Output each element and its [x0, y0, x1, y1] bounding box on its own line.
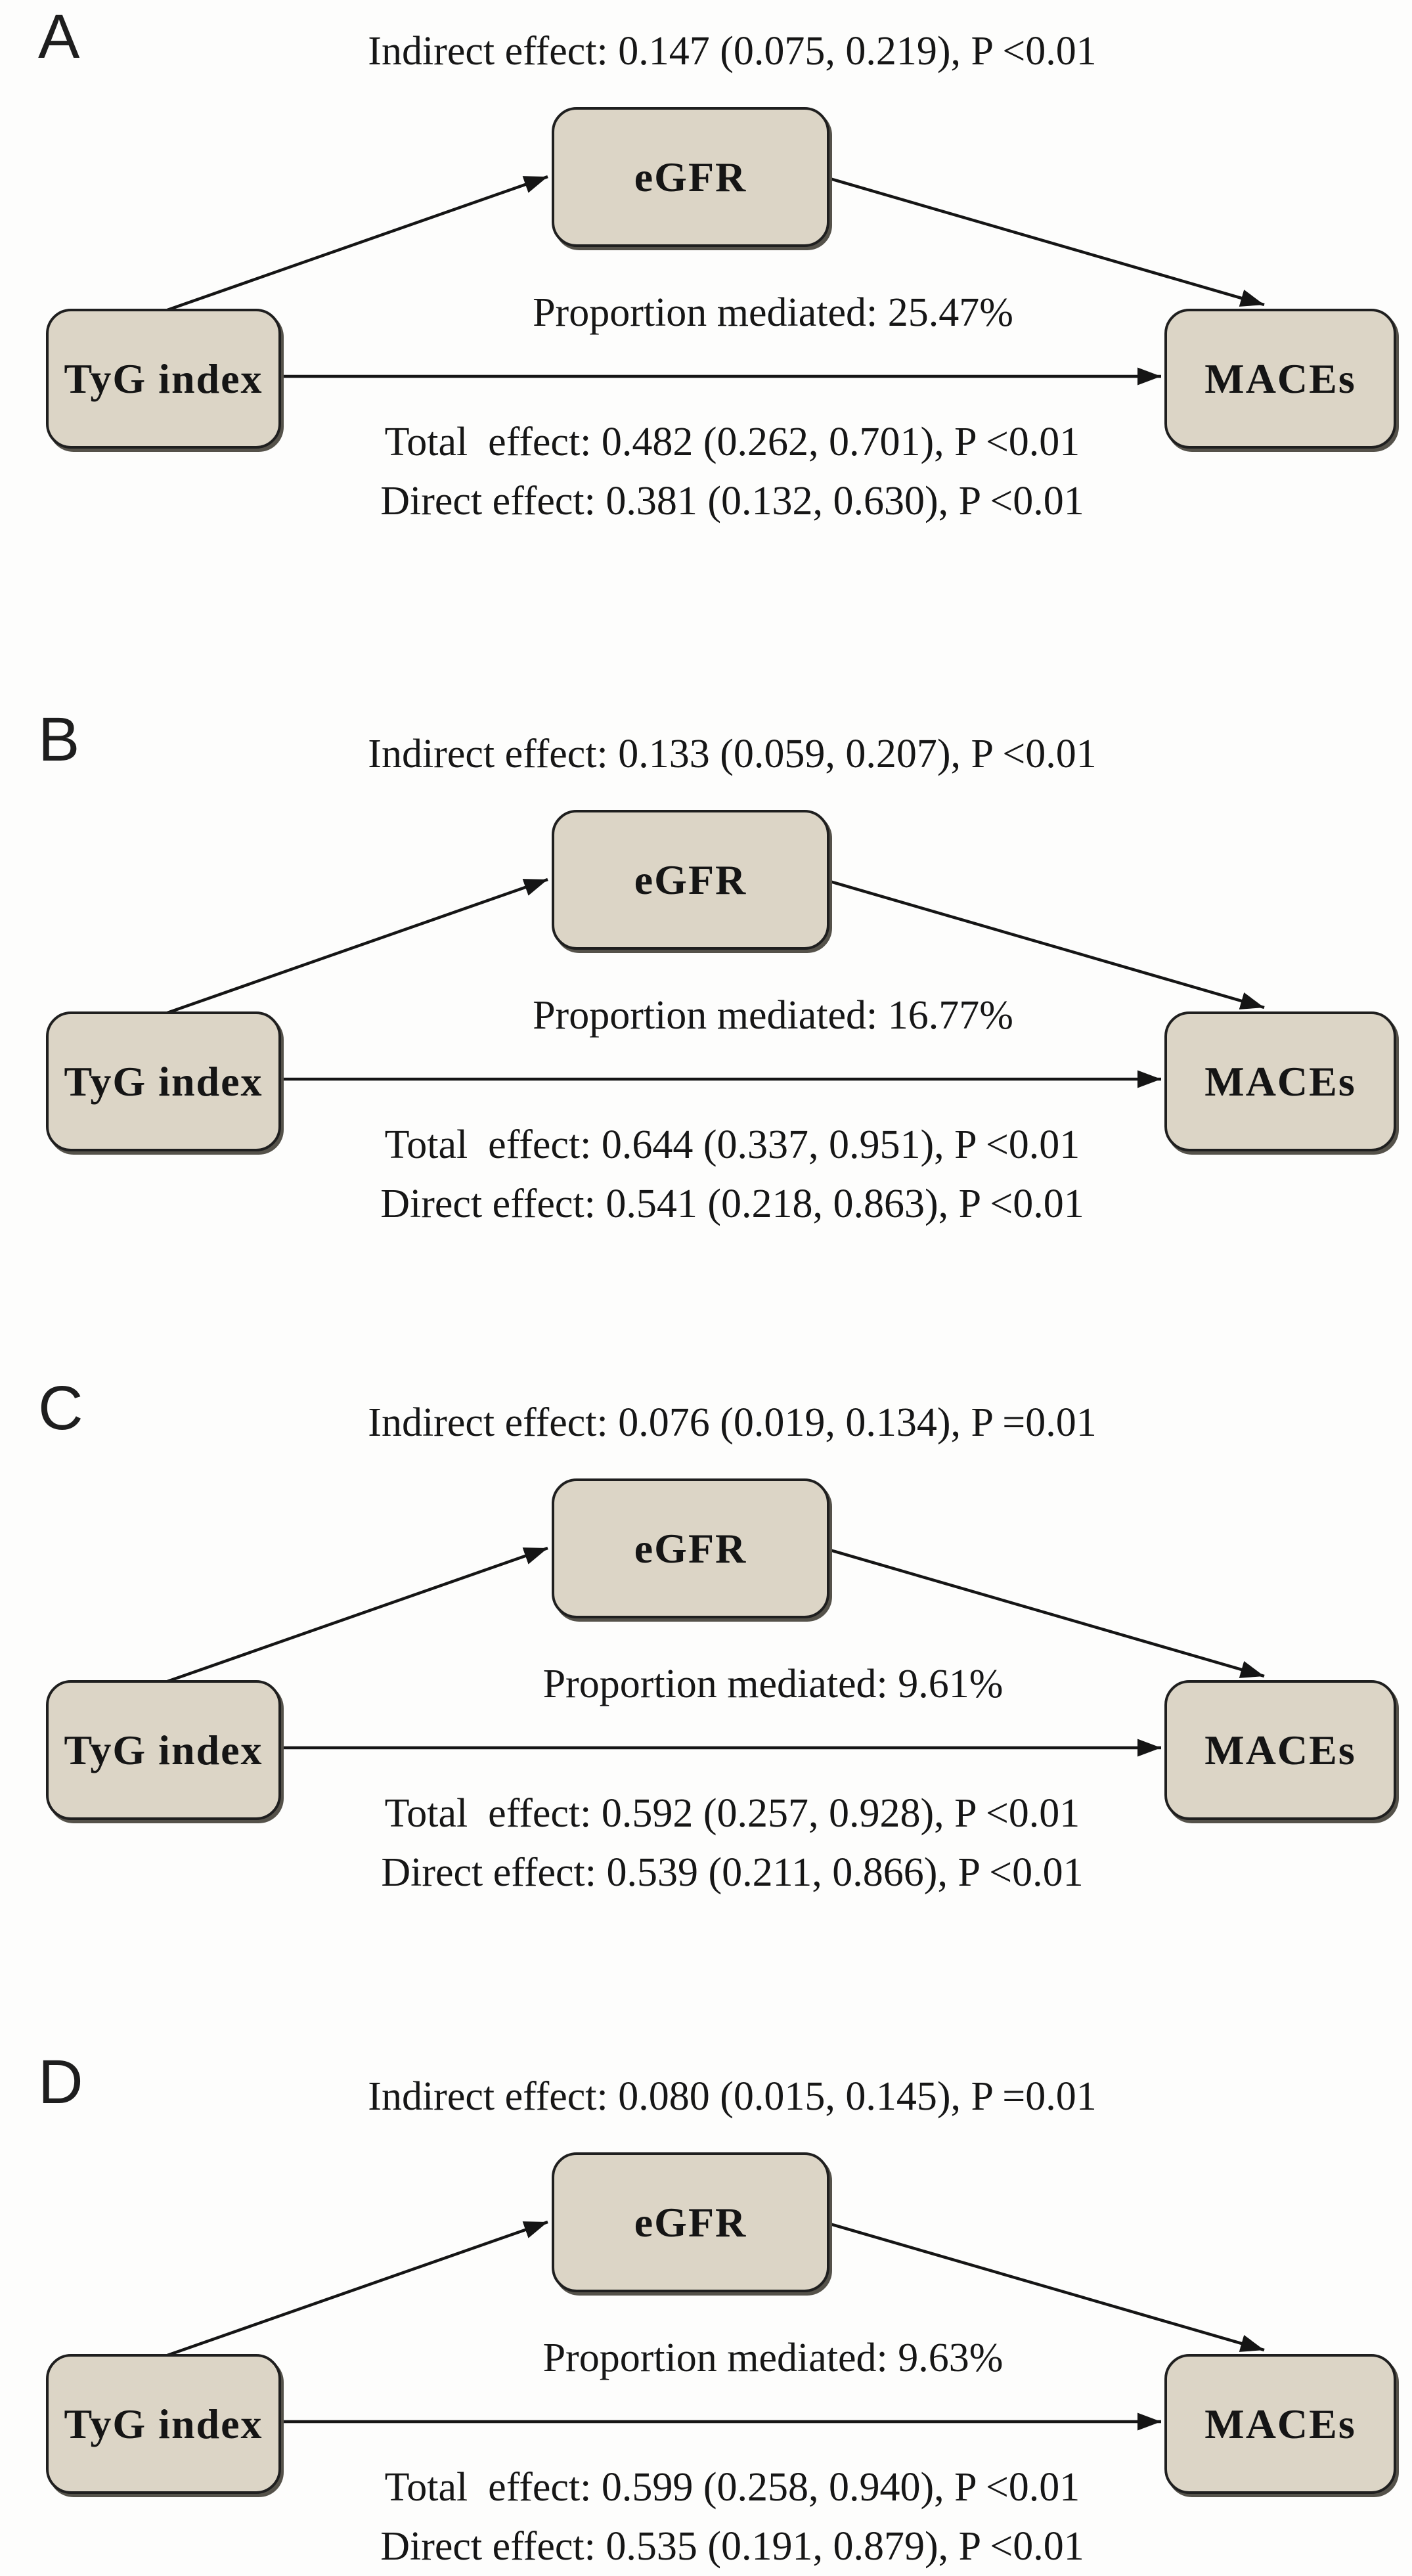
- direct-effect-text: Direct effect: 0.381 (0.132, 0.630), P <…: [380, 479, 1084, 523]
- outcome-box-label: MACEs: [1204, 1057, 1356, 1105]
- indirect-effect-text: Indirect effect: 0.133 (0.059, 0.207), P…: [368, 732, 1097, 776]
- direct-effect-text: Direct effect: 0.535 (0.191, 0.879), P <…: [380, 2524, 1084, 2569]
- indirect-effect-text: Indirect effect: 0.147 (0.075, 0.219), P…: [368, 29, 1097, 74]
- exposure-box: TyG index: [46, 2354, 281, 2494]
- exposure-to-mediator-arrow: [165, 1546, 548, 1684]
- exposure-box-label: TyG index: [64, 1057, 263, 1105]
- total-effect-text: Total effect: 0.599 (0.258, 0.940), P <0…: [384, 2465, 1080, 2510]
- exposure-box: TyG index: [46, 1011, 281, 1151]
- panel-label: B: [38, 705, 80, 774]
- total-effect-text: Total effect: 0.482 (0.262, 0.701), P <0…: [384, 420, 1080, 464]
- panel-a: A Indirect effect: 0.147 (0.075, 0.219),…: [0, 6, 1412, 541]
- panel-b: B Indirect effect: 0.133 (0.059, 0.207),…: [0, 709, 1412, 1243]
- panel-c: C Indirect effect: 0.076 (0.019, 0.134),…: [0, 1377, 1412, 1912]
- direct-effect-text: Direct effect: 0.539 (0.211, 0.866), P <…: [381, 1850, 1084, 1895]
- outcome-box: MACEs: [1164, 2354, 1396, 2494]
- mediator-box-label: eGFR: [634, 2198, 747, 2246]
- mediator-to-outcome-arrow: [825, 2221, 1265, 2352]
- outcome-box-label: MACEs: [1204, 2400, 1356, 2447]
- indirect-effect-text: Indirect effect: 0.076 (0.019, 0.134), P…: [368, 1400, 1097, 1445]
- panel-d: D Indirect effect: 0.080 (0.015, 0.145),…: [0, 2051, 1412, 2576]
- path-arrows: [165, 877, 1265, 1088]
- mediator-to-outcome-arrow: [825, 175, 1265, 307]
- outcome-box-label: MACEs: [1204, 355, 1356, 402]
- exposure-to-mediator-arrow: [165, 877, 548, 1015]
- mediator-box: eGFR: [552, 1478, 829, 1618]
- path-arrows: [165, 175, 1265, 386]
- path-arrows: [165, 1546, 1265, 1757]
- exposure-to-mediator-arrow: [165, 2220, 548, 2358]
- mediator-box-label: eGFR: [634, 1524, 747, 1572]
- panel-label: A: [38, 2, 80, 72]
- proportion-mediated-text: Proportion mediated: 16.77%: [533, 993, 1013, 1038]
- proportion-mediated-text: Proportion mediated: 9.63%: [542, 2336, 1004, 2380]
- panel-label: C: [38, 1373, 83, 1443]
- exposure-box: TyG index: [46, 309, 281, 449]
- path-arrows: [165, 2220, 1265, 2431]
- exposure-box-label: TyG index: [64, 1726, 263, 1773]
- mediator-box: eGFR: [552, 2152, 829, 2292]
- mediator-box-label: eGFR: [634, 856, 747, 903]
- outcome-box: MACEs: [1164, 1680, 1396, 1820]
- direct-effect-text: Direct effect: 0.541 (0.218, 0.863), P <…: [380, 1182, 1084, 1226]
- mediator-box: eGFR: [552, 810, 829, 950]
- mediator-to-outcome-arrow: [825, 1547, 1265, 1678]
- indirect-effect-text: Indirect effect: 0.080 (0.015, 0.145), P…: [368, 2074, 1097, 2119]
- outcome-box: MACEs: [1164, 309, 1396, 449]
- mediator-to-outcome-arrow: [825, 878, 1265, 1010]
- outcome-box: MACEs: [1164, 1011, 1396, 1151]
- outcome-box-label: MACEs: [1204, 1726, 1356, 1773]
- total-effect-text: Total effect: 0.592 (0.257, 0.928), P <0…: [384, 1791, 1080, 1836]
- total-effect-text: Total effect: 0.644 (0.337, 0.951), P <0…: [384, 1122, 1080, 1167]
- proportion-mediated-text: Proportion mediated: 25.47%: [533, 290, 1013, 335]
- exposure-box-label: TyG index: [64, 355, 263, 402]
- panel-label: D: [38, 2047, 83, 2117]
- proportion-mediated-text: Proportion mediated: 9.61%: [542, 1662, 1004, 1706]
- mediator-box: eGFR: [552, 107, 829, 247]
- exposure-box: TyG index: [46, 1680, 281, 1820]
- mediator-box-label: eGFR: [634, 153, 747, 200]
- exposure-box-label: TyG index: [64, 2400, 263, 2447]
- exposure-to-mediator-arrow: [165, 175, 548, 313]
